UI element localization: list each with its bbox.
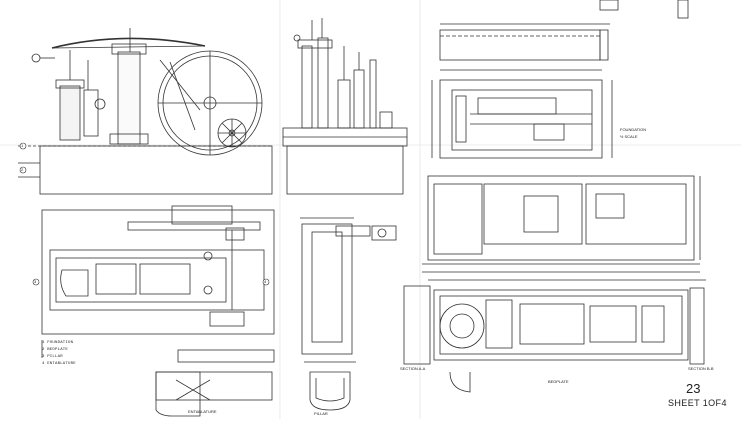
section-left-label: SECTION A-A xyxy=(400,366,426,371)
bedplate-plan-view xyxy=(41,205,275,358)
pillar-detail xyxy=(300,217,397,411)
bedplate-plan-right xyxy=(403,279,706,393)
foundation-label: FOUNDATION xyxy=(620,127,647,132)
legend-item-foundation: 1 FOUNDATION xyxy=(42,341,74,345)
legend-item-entablature: 4 ENTABLATURE xyxy=(42,362,76,366)
section-right-label: SECTION B-B xyxy=(688,366,714,371)
callout-3: 3 xyxy=(34,279,37,284)
engine-side-elevation xyxy=(18,28,273,195)
callout-2: 2 xyxy=(21,167,24,172)
foundation-plan-view xyxy=(431,0,689,159)
foundation-scale-label: ½ SCALE xyxy=(620,134,638,139)
bedplate-elevation xyxy=(422,175,701,273)
callout-1: 1 xyxy=(21,143,24,148)
entablature-detail xyxy=(155,349,275,417)
legend-item-pillar: 3 PILLAR xyxy=(42,355,63,359)
pillar-caption: PILLAR xyxy=(314,411,328,416)
engine-front-elevation xyxy=(282,18,408,195)
legend: 1 FOUNDATION 2 BEDPLATE 3 PILLAR 4 ENTAB… xyxy=(42,341,76,366)
callout-4: 4 xyxy=(264,279,267,284)
bedplate-caption: BEDPLATE xyxy=(548,379,569,384)
sheet-number: 23 xyxy=(686,381,701,396)
sheet-label: SHEET 1OF4 xyxy=(668,398,727,408)
legend-item-bedplate: 2 BEDPLATE xyxy=(42,348,69,352)
entablature-caption: ENTABLATURE xyxy=(188,409,217,414)
